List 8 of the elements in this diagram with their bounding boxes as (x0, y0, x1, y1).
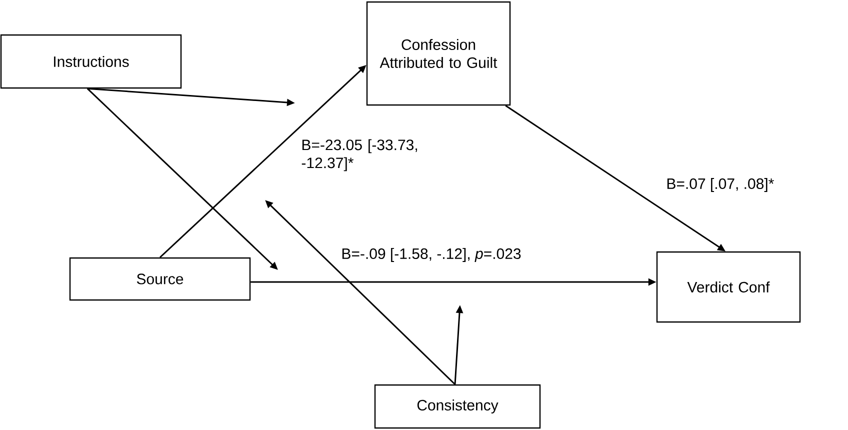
box: Confession Attributed to Guilt (366, 1, 511, 106)
coefficient-label: B=-23.05 [-33.73, -12.37]* (302, 139, 417, 172)
box: Source (69, 257, 251, 301)
box: Instructions (0, 34, 182, 89)
box: Verdict Conf (656, 251, 801, 323)
edge-label: B=-.09 [-1.58, -.12], p=.023 (342, 248, 521, 262)
box: Consistency (374, 384, 541, 429)
edge-label: B=.07 [.07, .08]* (667, 178, 774, 192)
